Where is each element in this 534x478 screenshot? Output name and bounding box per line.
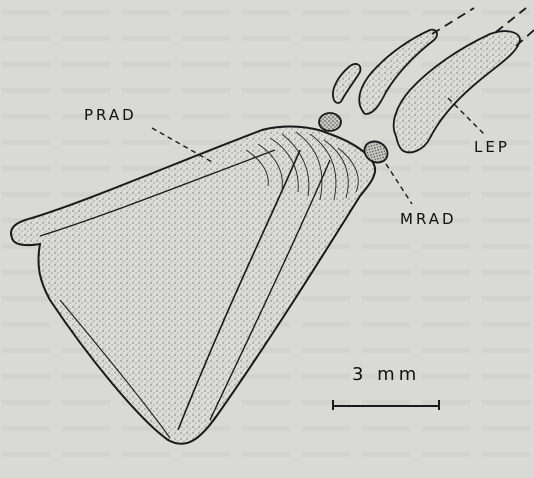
mrad-label: MRAD <box>400 210 457 228</box>
radial-nodule-upper <box>319 113 341 131</box>
prad-label: PRAD <box>84 106 137 124</box>
lep-label: LEP <box>474 138 510 156</box>
scale-label: 3 mm <box>352 364 420 385</box>
